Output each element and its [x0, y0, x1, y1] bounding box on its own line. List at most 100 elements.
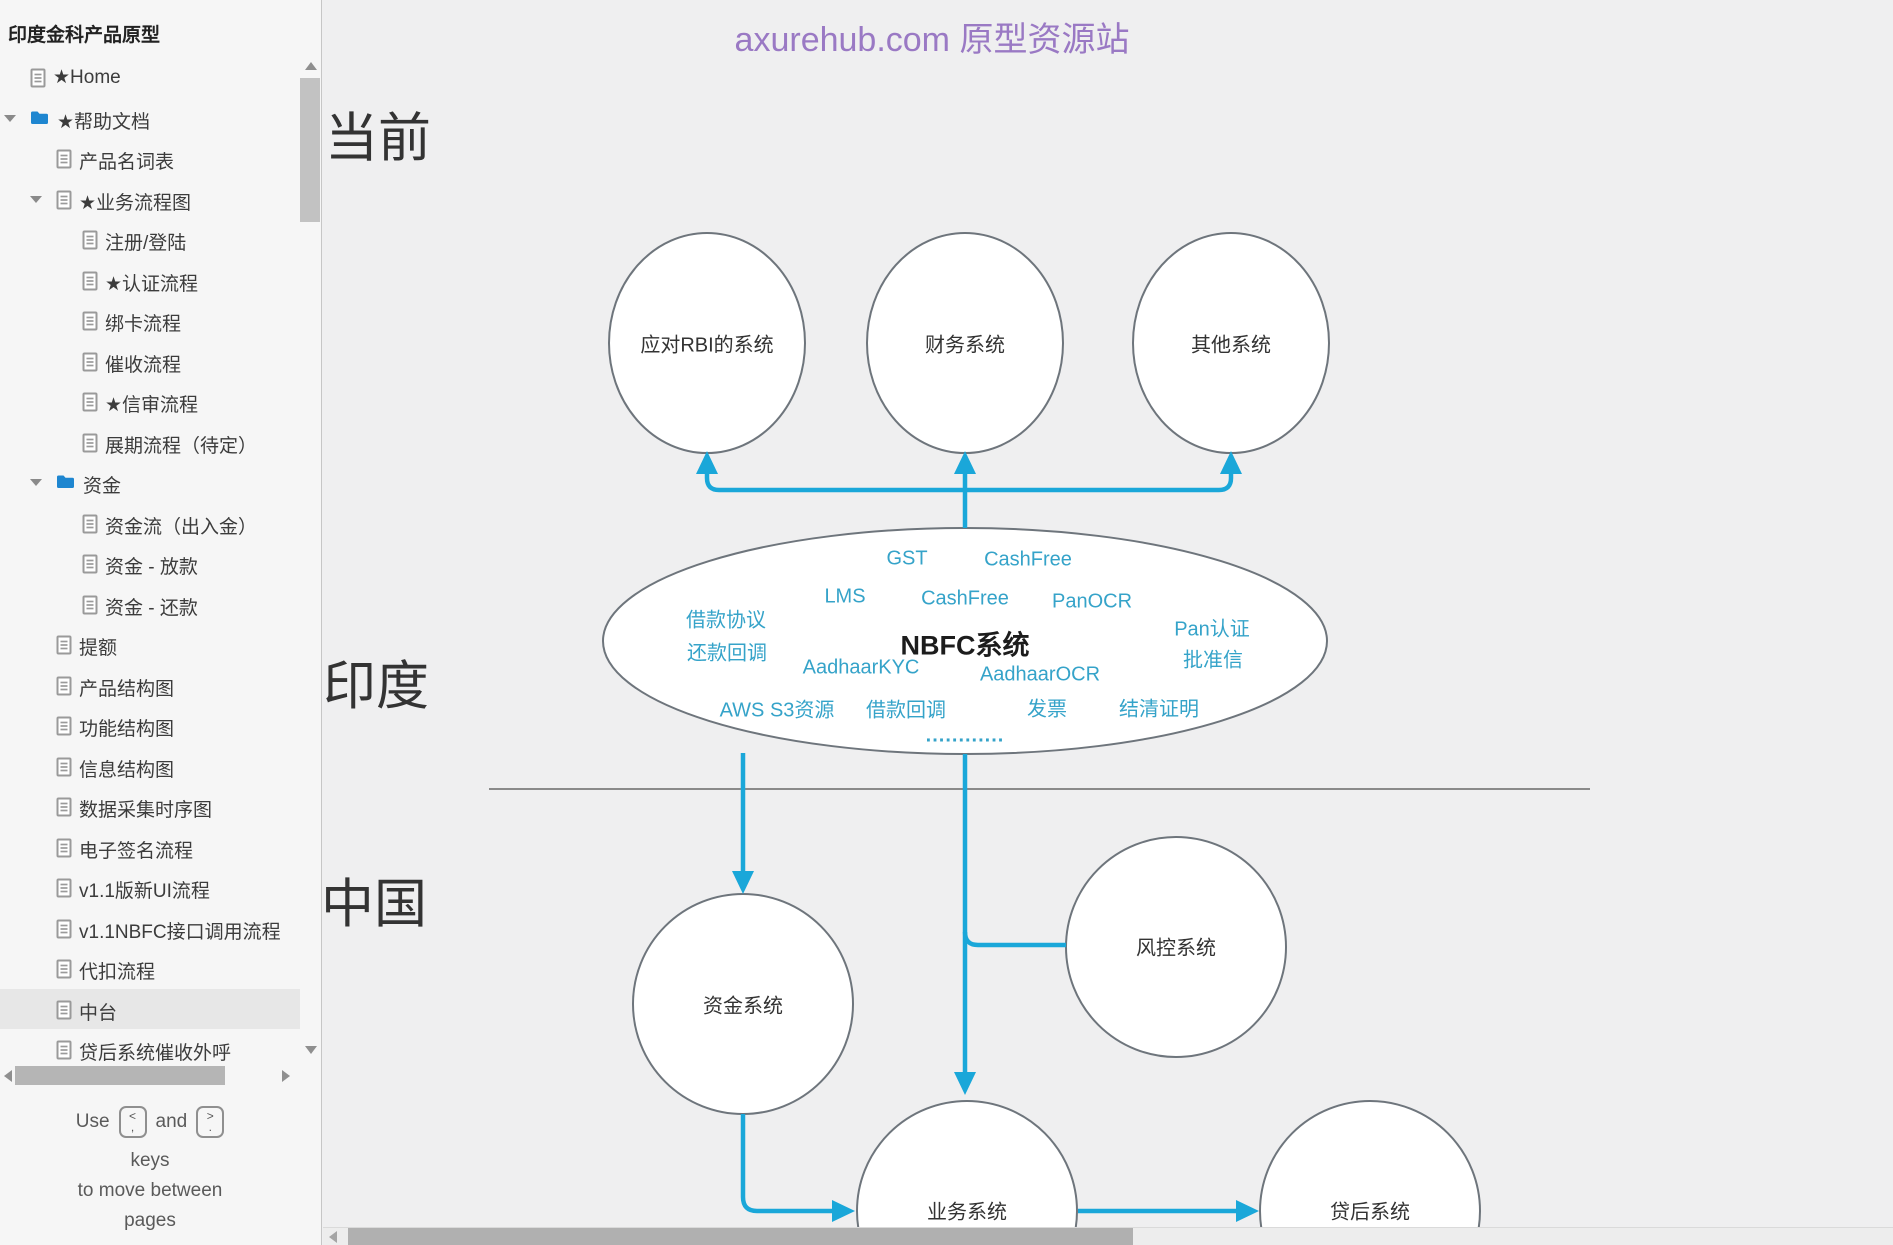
region-label-china: 中国 — [321, 875, 427, 934]
hint-use-label: Use — [75, 1111, 110, 1132]
page-icon — [56, 149, 72, 174]
sidebar-item-label: 数据采集时序图 — [79, 800, 213, 821]
sidebar-page-item[interactable]: ★Home — [0, 57, 300, 97]
comma-key-icon: < , — [118, 1106, 147, 1138]
page-icon — [56, 635, 72, 660]
hub-tag-label: LMS — [824, 585, 866, 608]
sidebar-vertical-scrollbar-thumb[interactable] — [300, 78, 320, 222]
sidebar-item-label: 绑卡流程 — [105, 314, 182, 335]
hub-tag-label: 还款回调 — [687, 642, 767, 665]
page-icon — [56, 676, 72, 701]
sidebar-item-label: 功能结构图 — [79, 719, 175, 740]
page-icon — [82, 271, 98, 296]
node-label: 财务系统 — [925, 334, 1005, 357]
scroll-left-icon[interactable] — [4, 1070, 12, 1082]
sidebar-page-item[interactable]: 注册/登陆 — [0, 219, 300, 259]
canvas-scroll-left-icon[interactable] — [329, 1231, 337, 1243]
page-icon — [82, 352, 98, 377]
sidebar-page-item[interactable]: ★帮助文档 — [0, 98, 300, 138]
sidebar-page-item[interactable]: 资金 — [0, 462, 300, 502]
sidebar-page-item[interactable]: 电子签名流程 — [0, 827, 300, 867]
page-icon — [56, 716, 72, 741]
sidebar-item-label: 信息结构图 — [79, 759, 175, 781]
sidebar-item-label: 中台 — [79, 1002, 118, 1024]
page-icon — [82, 595, 98, 620]
hub-tag-label: 发票 — [1027, 698, 1067, 721]
sidebar-item-label: 资金 — [83, 476, 122, 497]
sidebar-page-item[interactable]: 产品结构图 — [0, 665, 300, 705]
folder-icon — [30, 109, 49, 130]
sidebar-page-item[interactable]: 贷后系统催收外呼 — [0, 1029, 300, 1062]
sidebar-item-label: 展期流程（待定） — [105, 435, 258, 457]
page-icon — [82, 554, 98, 579]
sidebar-horizontal-scrollbar-thumb[interactable] — [15, 1066, 225, 1085]
hub-tag-label: 批准信 — [1183, 649, 1243, 672]
sidebar-page-item[interactable]: 代扣流程 — [0, 948, 300, 988]
hub-tag-label: Pan认证 — [1174, 618, 1250, 641]
sidebar-page-item[interactable]: 催收流程 — [0, 341, 300, 381]
scroll-down-icon[interactable] — [305, 1046, 317, 1054]
connector-arrowheads — [696, 451, 1259, 1222]
node-label: 资金系统 — [703, 995, 783, 1018]
page-icon — [82, 514, 98, 539]
sidebar-item-label: 贷后系统催收外呼 — [79, 1043, 232, 1062]
scroll-right-icon[interactable] — [282, 1070, 290, 1082]
node-postloan-system-circle[interactable] — [1259, 1100, 1481, 1245]
canvas-scrollbar-thumb[interactable] — [348, 1228, 1133, 1245]
sidebar-item-label: 资金流（出入金） — [105, 516, 258, 538]
scroll-up-icon[interactable] — [305, 62, 317, 70]
expand-caret-icon[interactable] — [30, 479, 42, 486]
hub-tag-label: CashFree — [921, 587, 1009, 610]
sidebar-page-item[interactable]: ★业务流程图 — [0, 179, 300, 219]
hint-and-label: and — [155, 1111, 188, 1132]
period-key-icon: > . — [196, 1106, 225, 1138]
hub-tag-label: AWS S3资源 — [719, 699, 835, 722]
page-icon — [82, 392, 98, 417]
hint-move-label: to move between — [77, 1180, 223, 1201]
region-label-india: 印度 — [323, 657, 429, 716]
node-label: 应对RBI的系统 — [640, 334, 774, 357]
axurehub-brand-link[interactable]: axurehub.com 原型资源站 — [734, 21, 1130, 59]
page-icon — [56, 959, 72, 984]
sidebar-page-item[interactable]: v1.1NBFC接口调用流程 — [0, 908, 300, 948]
sidebar-page-item[interactable]: 数据采集时序图 — [0, 786, 300, 826]
sitemap-sidebar: 印度金科产品原型 ★Home★帮助文档产品名词表★业务流程图注册/登陆★认证流程… — [0, 0, 322, 1245]
hub-tag-label: CashFree — [984, 548, 1072, 571]
sidebar-page-item[interactable]: v1.1版新UI流程 — [0, 867, 300, 907]
sidebar-page-item[interactable]: 功能结构图 — [0, 705, 300, 745]
sidebar-page-item[interactable]: 绑卡流程 — [0, 300, 300, 340]
node-label: 其他系统 — [1191, 334, 1271, 357]
sidebar-item-label: ★帮助文档 — [57, 111, 151, 133]
hint-keys-label: keys — [130, 1150, 170, 1171]
node-business-system-circle[interactable] — [856, 1100, 1078, 1245]
hub-tag-label: GST — [886, 547, 928, 570]
expand-caret-icon[interactable] — [4, 114, 16, 122]
sidebar-page-item[interactable]: 展期流程（待定） — [0, 422, 300, 462]
expand-caret-icon[interactable] — [30, 195, 42, 203]
sidebar-page-item[interactable]: 中台 — [0, 988, 300, 1029]
page-icon — [56, 797, 72, 822]
page-icon — [82, 311, 98, 336]
sidebar-page-item[interactable]: 产品名词表 — [0, 138, 300, 178]
hub-tag-label: AadhaarOCR — [979, 663, 1101, 686]
page-icon — [30, 68, 46, 93]
sidebar-page-item[interactable]: 信息结构图 — [0, 746, 300, 786]
sidebar-page-item[interactable]: ★信审流程 — [0, 381, 300, 421]
folder-icon — [56, 473, 75, 494]
region-label-current: 当前 — [325, 109, 431, 168]
sidebar-page-item[interactable]: ★认证流程 — [0, 260, 300, 300]
page-icon — [56, 1000, 72, 1025]
canvas-horizontal-scrollbar[interactable] — [323, 1227, 1893, 1245]
hub-ellipsis-dots: ............ — [925, 724, 1005, 747]
hub-tag-label: PanOCR — [1051, 590, 1133, 613]
sidebar-item-label: 资金 - 放款 — [105, 557, 198, 578]
sidebar-item-label: v1.1版新UI流程 — [79, 881, 210, 902]
sidebar-item-label: ★认证流程 — [105, 273, 199, 295]
sidebar-item-label: ★业务流程图 — [79, 192, 192, 214]
sidebar-page-item[interactable]: 提额 — [0, 624, 300, 664]
sidebar-page-item[interactable]: 资金 - 放款 — [0, 543, 300, 583]
sidebar-page-item[interactable]: 资金流（出入金） — [0, 503, 300, 543]
sidebar-item-label: 资金 - 还款 — [105, 597, 198, 619]
sidebar-page-item[interactable]: 资金 - 还款 — [0, 584, 300, 624]
